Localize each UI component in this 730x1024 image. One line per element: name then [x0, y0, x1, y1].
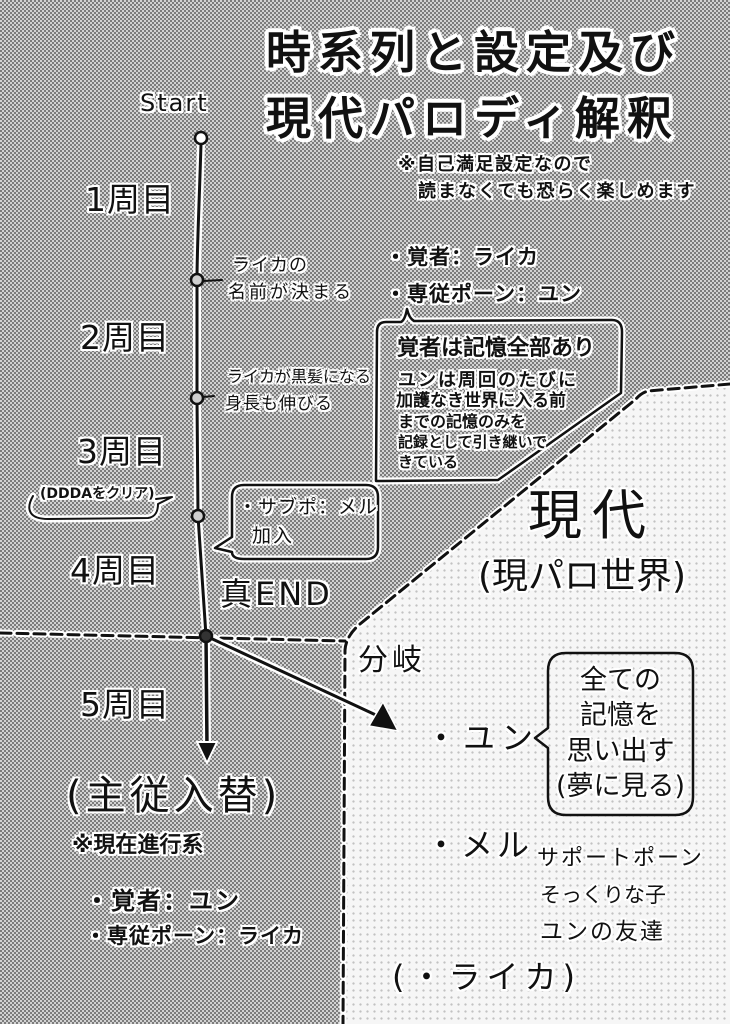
yun-bubble-line-2: 記憶を: [580, 700, 661, 731]
modern-au-title: 現代: [528, 484, 656, 547]
mel-joins-bubble-outline: [211, 481, 382, 563]
event-mel-joins-line-1: ・サブポ：メル: [238, 496, 379, 518]
title-line-2: 現代パロディ解釈: [266, 92, 679, 145]
mel-desc-line-1: サポートポーン: [537, 846, 704, 871]
lap-4-label: 4周目: [70, 551, 160, 590]
timeline: [193, 140, 382, 752]
arrow-down-icon: [195, 741, 219, 766]
timeline-main-line: [195, 142, 208, 638]
event-tick: [202, 279, 223, 282]
lap-5-note: ※現在進行系: [72, 833, 204, 858]
memory-note-line-4: までの記憶のみを: [398, 412, 527, 431]
lap-3-label: 3周目: [77, 432, 167, 471]
note-line-1: ※自己満足設定なので: [398, 154, 593, 175]
modern-au-mel: ・メル: [425, 826, 534, 864]
role-main-pawn-laika: ・専従ポーン：ライカ: [85, 924, 304, 948]
memory-note-bubble-outline: [372, 305, 626, 485]
timeline-node-icon: [189, 390, 205, 406]
note-line-2: 読まなくても恐らく楽しめます: [418, 181, 697, 202]
role-arisen-yun: ・覚者：ユン: [85, 887, 241, 915]
yun-bubble-line-4: (夢に見る): [555, 771, 686, 802]
start-node-icon: [193, 130, 209, 146]
memory-note-line-2: ユンは周回のたびに: [398, 370, 578, 391]
role-main-pawn-yun: ・専従ポーン：ユン: [385, 282, 582, 306]
modern-au-dashed-border: [341, 382, 730, 1024]
lap-1-label: 1周目: [85, 180, 175, 219]
memory-note-line-3: 加護なき世界に入る前: [396, 391, 566, 411]
memory-note-line-5: 記録として引き継いで: [398, 433, 548, 451]
event-hair-change-line-2: 身長も伸びる: [225, 394, 333, 414]
arrow-branch-icon: [367, 700, 400, 732]
lap-5-label: 5周目: [80, 685, 170, 724]
start-label: Start: [140, 89, 209, 117]
memory-note-line-1: 覚者は記憶全部あり: [397, 336, 596, 361]
modern-au-subtitle: (現パロ世界): [478, 556, 687, 597]
region-boundary: [0, 380, 730, 1024]
event-name-decided-line-1: ライカの: [232, 255, 308, 276]
yun-bubble-line-1: 全ての: [580, 665, 661, 696]
title-line-1: 時系列と設定及び: [266, 26, 683, 79]
yun-bubble-outline: [533, 651, 695, 817]
lap-5-subtitle: (主従入替): [66, 773, 282, 819]
branch-node-icon: [198, 628, 214, 644]
lap-divider-dashed-line: [0, 631, 347, 643]
event-mel-joins-line-2: 加入: [252, 525, 295, 547]
branch-label: 分岐: [358, 643, 426, 678]
lap-2-label: 2周目: [80, 318, 170, 357]
event-name-decided-line-2: 名前が決まる: [228, 282, 354, 303]
ddda-bubble-outline: [25, 492, 176, 523]
modern-au-laika: (・ライカ): [392, 958, 581, 996]
event-tick: [202, 395, 215, 398]
timeline-branch-line: [204, 634, 380, 718]
timeline-node-icon: [190, 508, 206, 524]
mel-desc-line-3: ユンの友達: [540, 919, 665, 945]
memory-note-line-6: きている: [398, 453, 459, 471]
event-hair-change-line-1: ライカが黒髪になる: [227, 367, 372, 386]
role-arisen-laika: ・覚者：ライカ: [385, 245, 539, 269]
true-end-label: 真END: [220, 575, 333, 613]
modern-au-yun: ・ユン: [425, 719, 540, 757]
timeline-node-icon: [189, 272, 205, 288]
yun-bubble-line-3: 思い出す: [566, 736, 675, 767]
event-ddda-clear: (DDDAをクリア): [40, 486, 155, 502]
mel-desc-line-2: そっくりな子: [540, 883, 666, 907]
timeline-down-line: [204, 634, 209, 750]
